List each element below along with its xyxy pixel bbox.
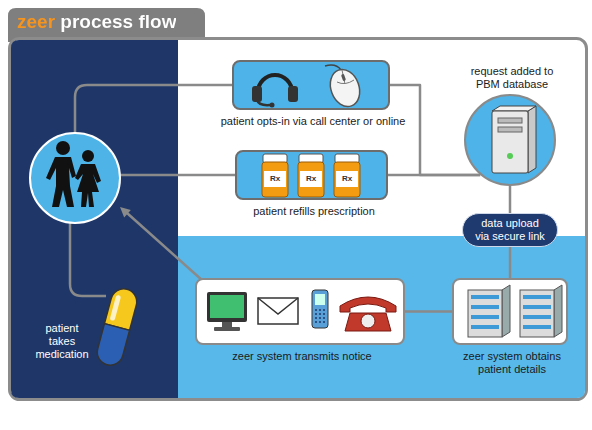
leader-line: [70, 222, 106, 296]
node-caption: request added to PBM database: [464, 65, 560, 91]
node-caption: zeer system obtains patient details: [454, 350, 570, 376]
node-label: data upload via secure link: [474, 217, 546, 243]
patient-circle: [30, 133, 120, 223]
node-caption: patient opts-in via call center or onlin…: [193, 115, 433, 128]
leader-line: [75, 85, 232, 133]
arrow-head: [120, 207, 131, 217]
node-caption: data upload via secure link: [463, 214, 557, 246]
flow-connector: [388, 174, 480, 177]
diagram-title: zeer process flow: [17, 11, 176, 33]
navy-panel: [11, 40, 178, 398]
capsule-shine: [110, 295, 122, 321]
node-label: patient takes medication: [32, 322, 92, 361]
node-caption: patient takes medication: [32, 322, 92, 361]
rx-mark: Rx: [262, 172, 288, 186]
node-caption: patient refills prescription: [194, 205, 434, 218]
caption-column: data upload via secure link: [474, 217, 546, 243]
upload-pill: data upload via secure link: [462, 213, 558, 247]
node-label: zeer system obtains patient details: [454, 350, 570, 376]
title-tab: [8, 8, 205, 42]
leader-lines: [70, 85, 235, 296]
person-head: [56, 141, 70, 155]
rx-mark: Rx: [334, 172, 360, 186]
rx-mark: Rx: [298, 172, 324, 186]
leader-line: [119, 174, 235, 177]
node-caption: zeer system transmits notice: [197, 350, 407, 363]
node-label: zeer system transmits notice: [197, 350, 407, 363]
leader-line: [127, 213, 203, 281]
medication-capsule: patient takes medication: [94, 284, 140, 370]
capsule-bottom: [94, 324, 129, 368]
capsule-top: [104, 286, 139, 330]
person-head: [82, 150, 94, 162]
flow-connector: [509, 186, 512, 213]
notice-box: zeer system transmits notice: [195, 278, 405, 345]
node-label: patient opts-in via call center or onlin…: [193, 115, 433, 128]
person-body: [46, 157, 76, 207]
flow-connector: [405, 310, 452, 313]
frame: [10, 39, 587, 400]
node-label: request added to PBM database: [464, 65, 560, 91]
server-box: zeer system obtains patient details: [452, 278, 568, 345]
person-body: [75, 164, 101, 207]
capsule-outline: [94, 284, 140, 370]
server-circle: request added to PBM database: [464, 94, 556, 186]
channel-box: patient opts-in via call center or onlin…: [232, 60, 390, 110]
patients-icon: [46, 141, 101, 207]
blue-band: [178, 236, 585, 398]
capsule-shape: [94, 286, 139, 368]
node-label: patient refills prescription: [194, 205, 434, 218]
flow-connector: [509, 247, 512, 278]
